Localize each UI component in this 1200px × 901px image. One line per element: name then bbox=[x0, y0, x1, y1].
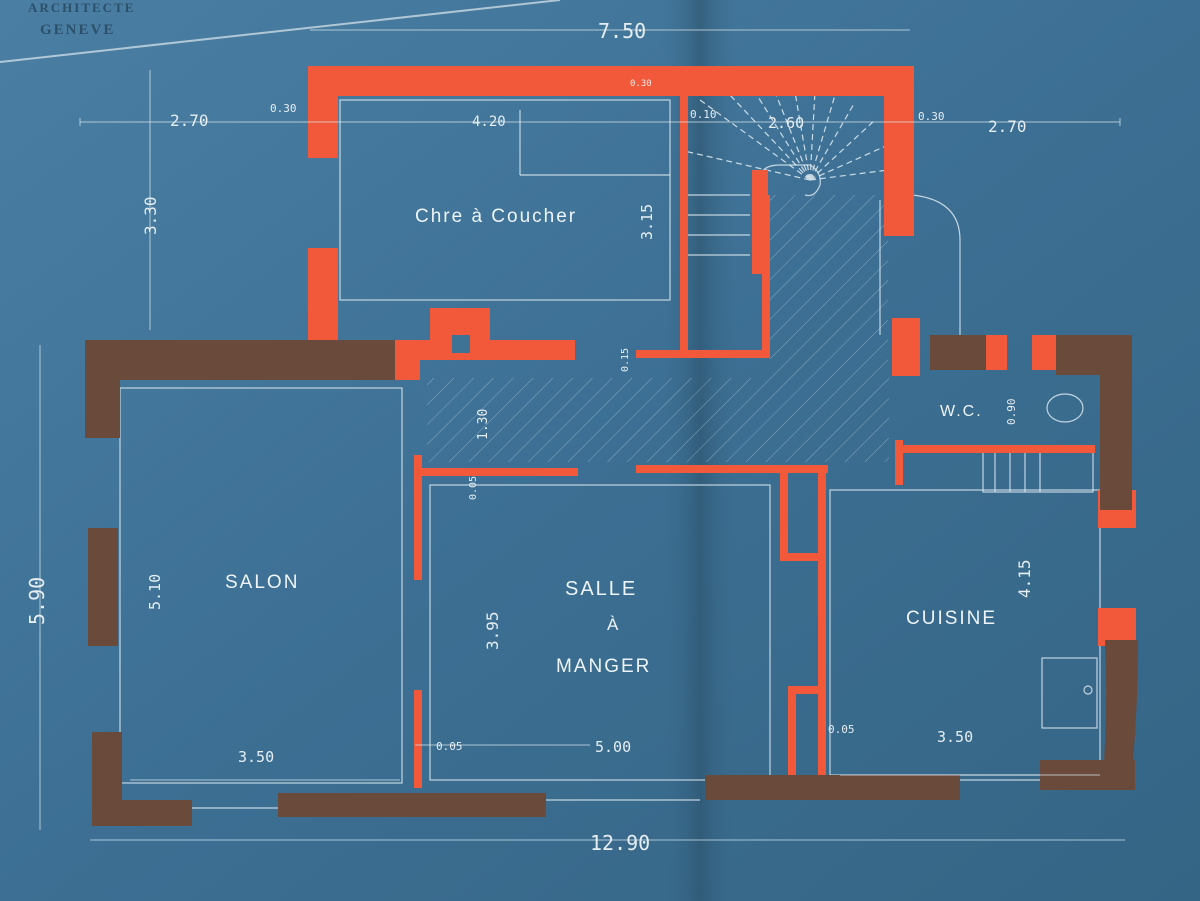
dim-hall-wall: 0.15 bbox=[620, 348, 631, 372]
paper-crease bbox=[0, 0, 561, 63]
architect-stamp-line1: ARCHITECTE bbox=[28, 0, 135, 15]
dim-kitchen-width: 3.50 bbox=[937, 728, 973, 746]
dim-dining-wall: 0.05 bbox=[468, 476, 479, 500]
dim-salon-wall: 0.05 bbox=[436, 740, 463, 753]
dim-bedroom-height: 3.15 bbox=[638, 204, 656, 240]
room-label-dining-line1: SALLE bbox=[565, 578, 637, 600]
bedroom-closet-gap bbox=[452, 335, 470, 353]
dim-stair-width: 2.60 bbox=[768, 114, 804, 132]
dim-dining-height: 3.95 bbox=[483, 611, 502, 650]
new-walls bbox=[308, 66, 1136, 788]
dim-salon-width: 3.50 bbox=[238, 748, 274, 766]
dim-wall-left: 0.30 bbox=[270, 102, 297, 115]
dim-bottom-total: 12.90 bbox=[590, 831, 650, 855]
stair-treads bbox=[679, 91, 889, 181]
room-label-dining-line3: MANGER bbox=[556, 656, 651, 677]
dim-bedroom-width: 4.20 bbox=[472, 114, 506, 130]
dim-top-wall-mark: 0.30 bbox=[630, 79, 652, 89]
dim-stair-gap: 0.10 bbox=[690, 108, 717, 121]
dim-salon-height: 5.10 bbox=[146, 574, 164, 610]
room-label-salon: SALON bbox=[225, 572, 299, 593]
stair-landing-hatched bbox=[770, 195, 888, 378]
dim-right-offset: 2.70 bbox=[988, 117, 1027, 136]
room-label-wc: W.C. bbox=[940, 403, 983, 420]
dim-kitchen-height: 4.15 bbox=[1015, 559, 1034, 598]
hall-hatched-area bbox=[427, 378, 889, 462]
dim-hall-depth: 1.30 bbox=[476, 409, 491, 440]
dimension-lines bbox=[39, 29, 1125, 841]
existing-walls bbox=[85, 335, 1138, 826]
room-label-dining-line2: À bbox=[607, 615, 620, 634]
dim-upper-left-height: 3.30 bbox=[141, 196, 160, 235]
dim-left-height: 5.90 bbox=[25, 577, 49, 625]
architect-stamp-line2: GENEVE bbox=[40, 22, 115, 38]
dim-wall-right: 0.30 bbox=[918, 110, 945, 123]
thin-lines bbox=[119, 99, 1101, 809]
dim-left-offset: 2.70 bbox=[170, 111, 209, 130]
dim-dining-width: 5.00 bbox=[595, 738, 631, 756]
room-label-bedroom: Chre à Coucher bbox=[415, 206, 577, 227]
dim-top-total: 7.50 bbox=[598, 19, 646, 43]
dim-wc-depth: 0.90 bbox=[1005, 399, 1018, 426]
dim-kitchen-wall: 0.05 bbox=[828, 723, 855, 736]
room-label-kitchen: CUISINE bbox=[906, 608, 997, 629]
